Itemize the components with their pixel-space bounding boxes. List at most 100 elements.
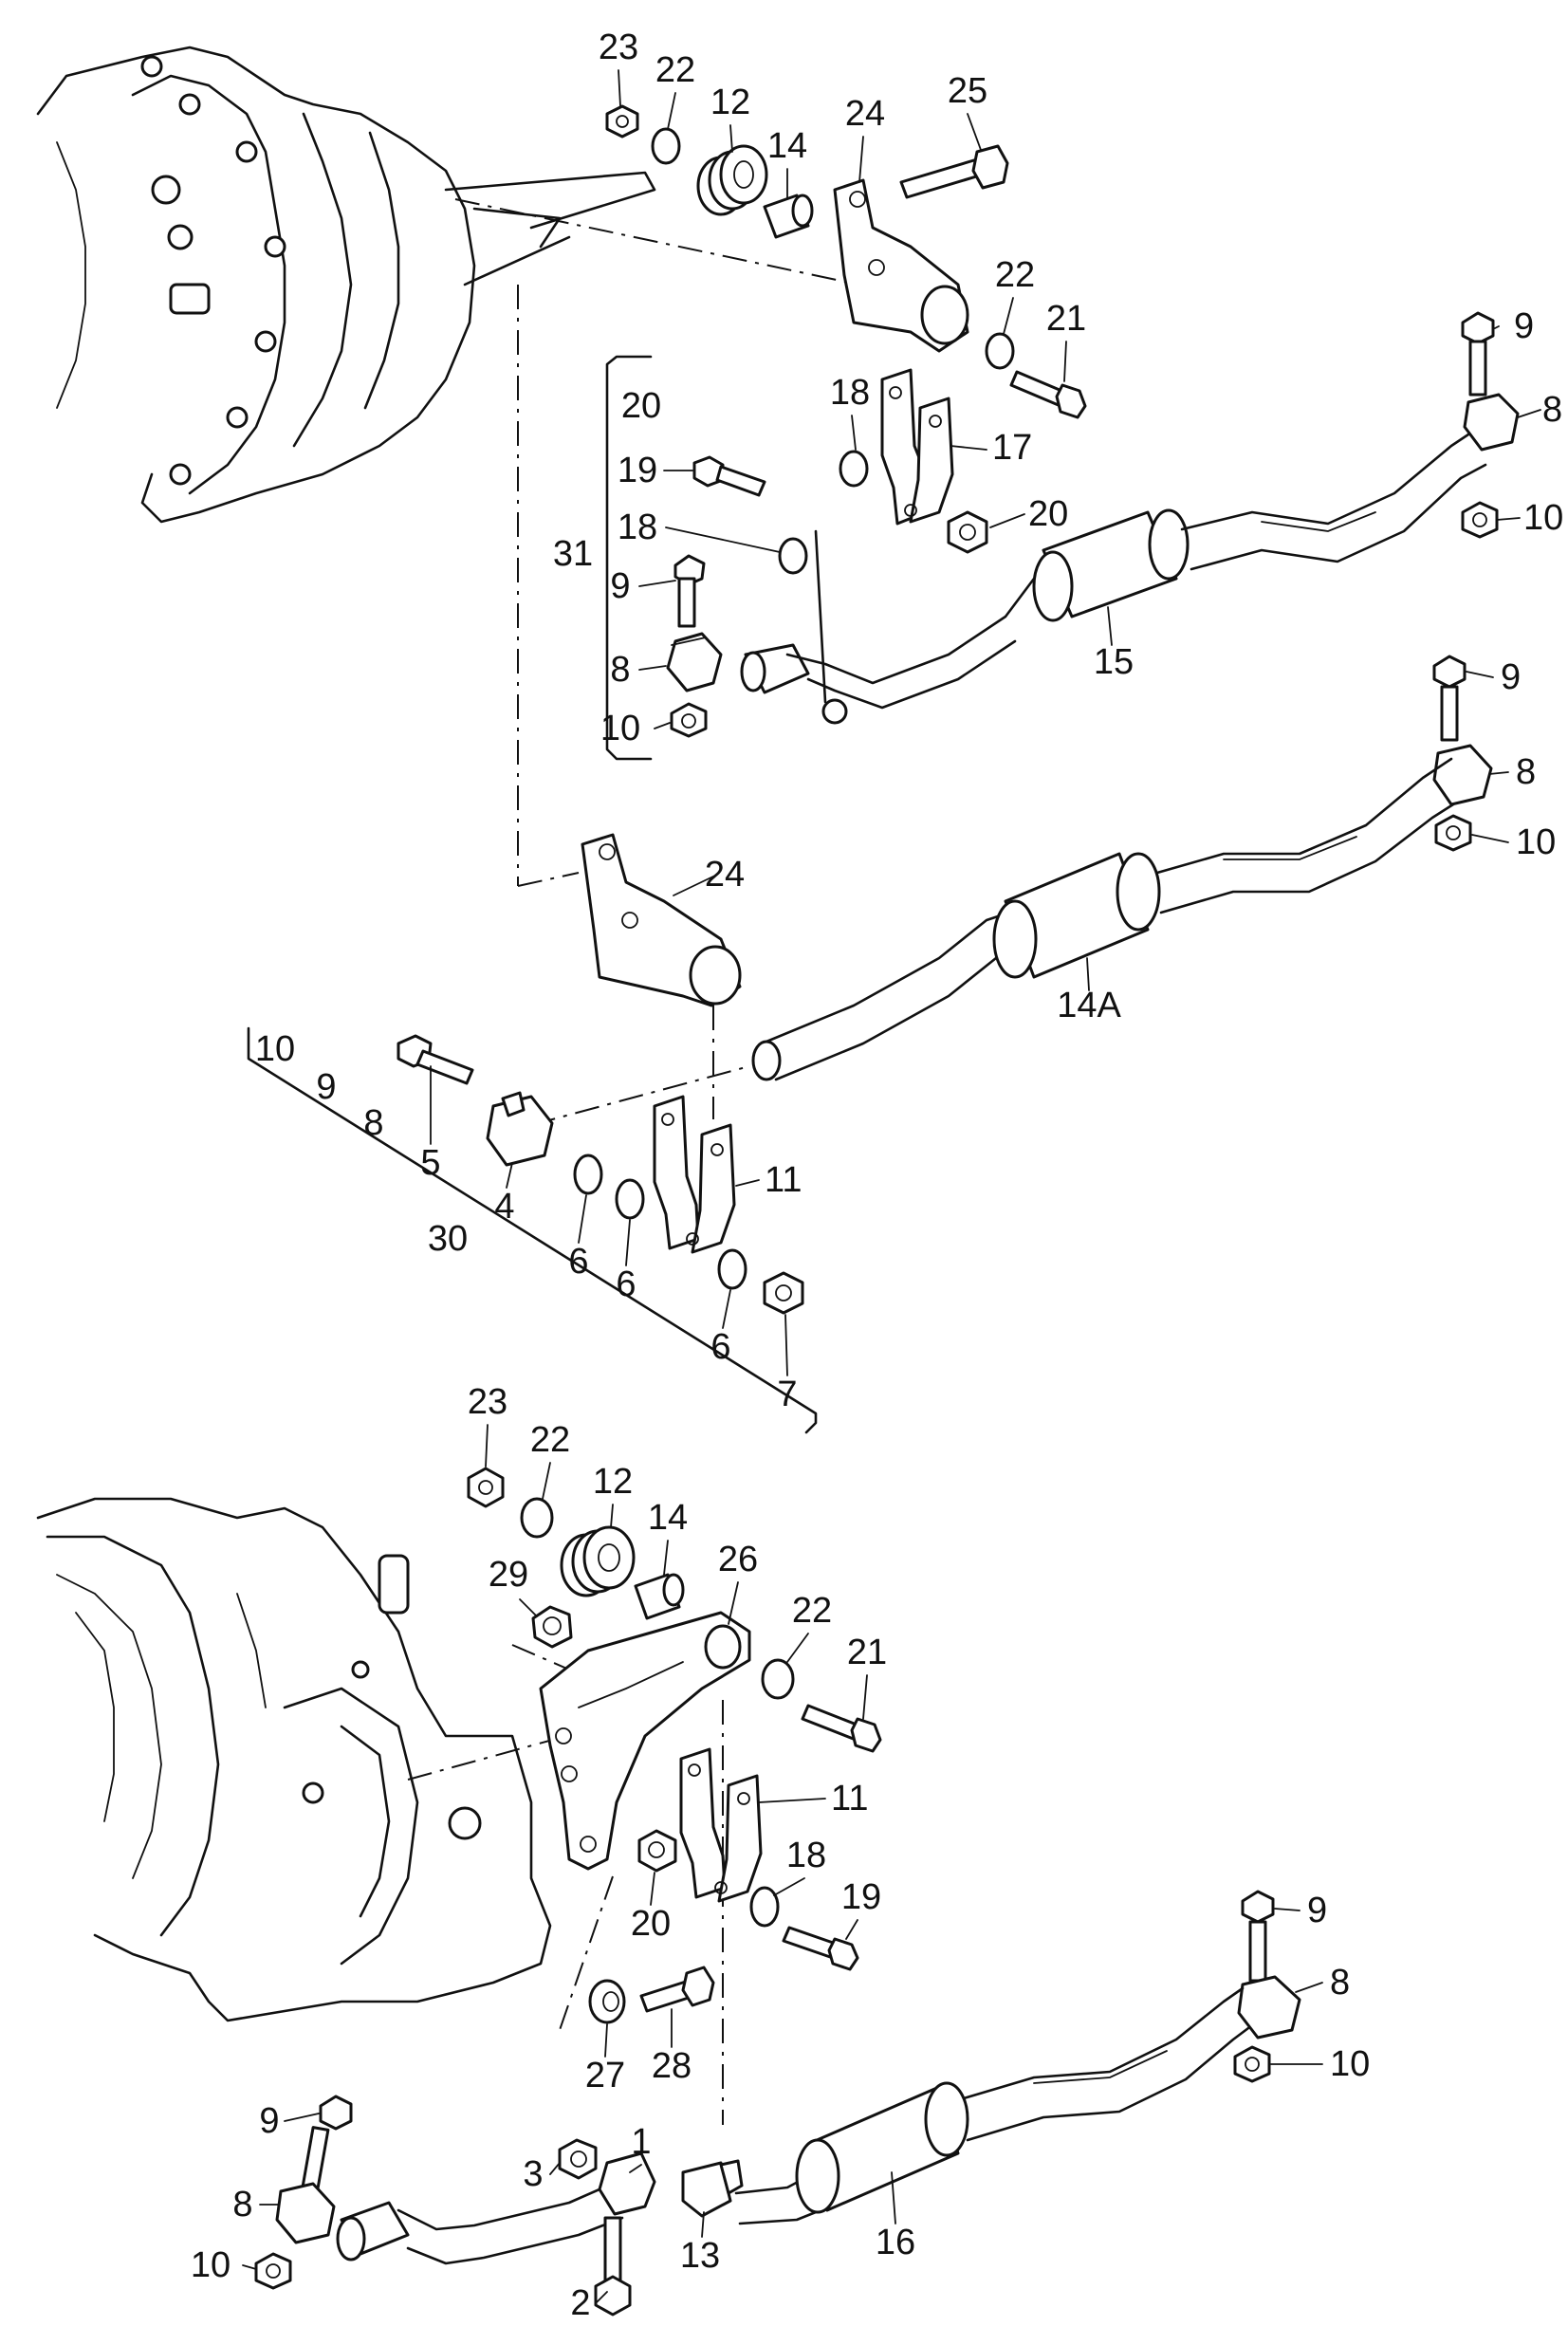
rubber-bush-12-top (696, 144, 768, 216)
bolt-19-top (692, 455, 766, 497)
callout-22: 22 (995, 255, 1035, 295)
callout-18: 18 (786, 1836, 826, 1875)
callout-4: 4 (494, 1187, 514, 1227)
clamp-8-top-right (1463, 393, 1520, 452)
gearbox-housing-top (36, 46, 656, 524)
washer-22-bottom-right (761, 1658, 795, 1700)
callout-numbers: 23 22 12 14 24 25 22 21 20 18 17 19 18 2… (191, 28, 1563, 2323)
clamp-8-bottom-right (1237, 1975, 1301, 2040)
callout-18: 18 (830, 373, 870, 413)
callout-22: 22 (530, 1420, 570, 1460)
bolt-9-bottom-right (1241, 1890, 1275, 1983)
callout-19: 19 (618, 451, 657, 490)
callout-8: 8 (1542, 390, 1562, 430)
callout-30: 30 (428, 1219, 468, 1259)
callout-8: 8 (610, 650, 630, 690)
exhaust-front-pipe-bottom (336, 2180, 624, 2265)
callout-14: 14 (648, 1498, 688, 1538)
clamp-11-middle (653, 1095, 736, 1254)
callout-6: 6 (616, 1265, 636, 1304)
callout-25: 25 (948, 71, 987, 111)
bracket-13 (681, 2159, 744, 2218)
washer-18-bottom (749, 1886, 780, 1928)
callout-8: 8 (1516, 752, 1536, 792)
callout-8: 8 (1330, 1963, 1350, 2003)
bolt-5 (397, 1034, 474, 1085)
callout-5: 5 (420, 1143, 440, 1183)
clamp-8-top-left (666, 632, 723, 692)
clamp-8-middle (1432, 744, 1493, 806)
washer-22-bottom (520, 1497, 554, 1539)
nut-10-top-right (1461, 501, 1499, 539)
nut-10-bottom-right (1233, 2045, 1271, 2083)
washer-18-top (839, 450, 869, 488)
callout-20: 20 (621, 386, 661, 426)
callout-31: 31 (553, 534, 593, 574)
callout-11: 11 (765, 1160, 802, 1200)
clamp-11-bottom (679, 1747, 763, 1903)
bolt-28 (639, 1966, 715, 2013)
bracket-24-middle (581, 833, 742, 1007)
callout-10: 10 (1330, 2044, 1370, 2084)
callout-10: 10 (1523, 498, 1563, 538)
exhaust-pipe-14A (751, 757, 1455, 1081)
nut-29 (531, 1605, 573, 1649)
callout-9: 9 (610, 566, 630, 606)
nut-10-top-left (670, 702, 708, 738)
callout-20: 20 (631, 1904, 671, 1944)
callout-2: 2 (570, 2283, 590, 2323)
rubber-bush-12-bottom (560, 1525, 636, 1597)
callout-12: 12 (710, 83, 750, 122)
callout-8: 8 (363, 1103, 383, 1143)
bolt-9-middle (1432, 655, 1467, 742)
callout-15: 15 (1094, 642, 1134, 682)
nut-10-middle (1434, 814, 1472, 852)
bolt-25 (899, 144, 1009, 199)
callout-23: 23 (468, 1382, 507, 1422)
callout-3: 3 (523, 2154, 543, 2194)
callout-10: 10 (255, 1029, 295, 1069)
callout-20: 20 (1028, 494, 1068, 534)
transmission-housing-bottom (36, 1497, 552, 2022)
callout-9: 9 (1514, 306, 1534, 346)
callout-13: 13 (680, 2236, 720, 2276)
spacer-sleeve-14-top (763, 194, 814, 239)
nut-7 (763, 1271, 804, 1315)
spring-washer-27 (588, 1979, 626, 2024)
bracket-31-group (605, 355, 653, 761)
callout-17: 17 (992, 428, 1032, 468)
exhaust-pipe-15 (740, 425, 1487, 725)
callout-27: 27 (585, 2056, 625, 2095)
spacer-sleeve-14-bottom (634, 1573, 685, 1620)
bolt-21-bottom (801, 1704, 882, 1753)
callout-9: 9 (259, 2101, 279, 2141)
callout-21: 21 (1046, 299, 1086, 339)
bolt-2 (594, 2216, 632, 2317)
bolt-9-top-left (673, 554, 706, 628)
callout-10: 10 (1516, 822, 1556, 862)
nut-23-bottom (467, 1467, 505, 1508)
nut-10-bottom-left (254, 2252, 292, 2290)
callout-26: 26 (718, 1540, 758, 1579)
callout-10: 10 (600, 709, 640, 748)
callout-8: 8 (232, 2185, 252, 2224)
callout-14A: 14A (1057, 986, 1121, 1025)
kit-30-bracket (247, 1026, 818, 1434)
nut-3 (558, 2138, 598, 2180)
callout-22: 22 (792, 1591, 832, 1631)
leader-lines (242, 69, 1541, 2304)
nut-20-top (947, 510, 988, 554)
callout-14: 14 (767, 126, 807, 166)
callout-18: 18 (618, 508, 657, 547)
callout-9: 9 (316, 1067, 336, 1107)
callout-21: 21 (847, 1633, 887, 1672)
clamp-1 (598, 2151, 656, 2216)
bolt-19-bottom (782, 1926, 859, 1971)
callout-9: 9 (1307, 1891, 1327, 1930)
washer-18-top-lower (778, 537, 808, 575)
washer-6a (573, 1154, 603, 1195)
nut-20-bottom (637, 1829, 677, 1873)
callout-24: 24 (845, 94, 885, 134)
bolt-21-top (1009, 370, 1087, 419)
